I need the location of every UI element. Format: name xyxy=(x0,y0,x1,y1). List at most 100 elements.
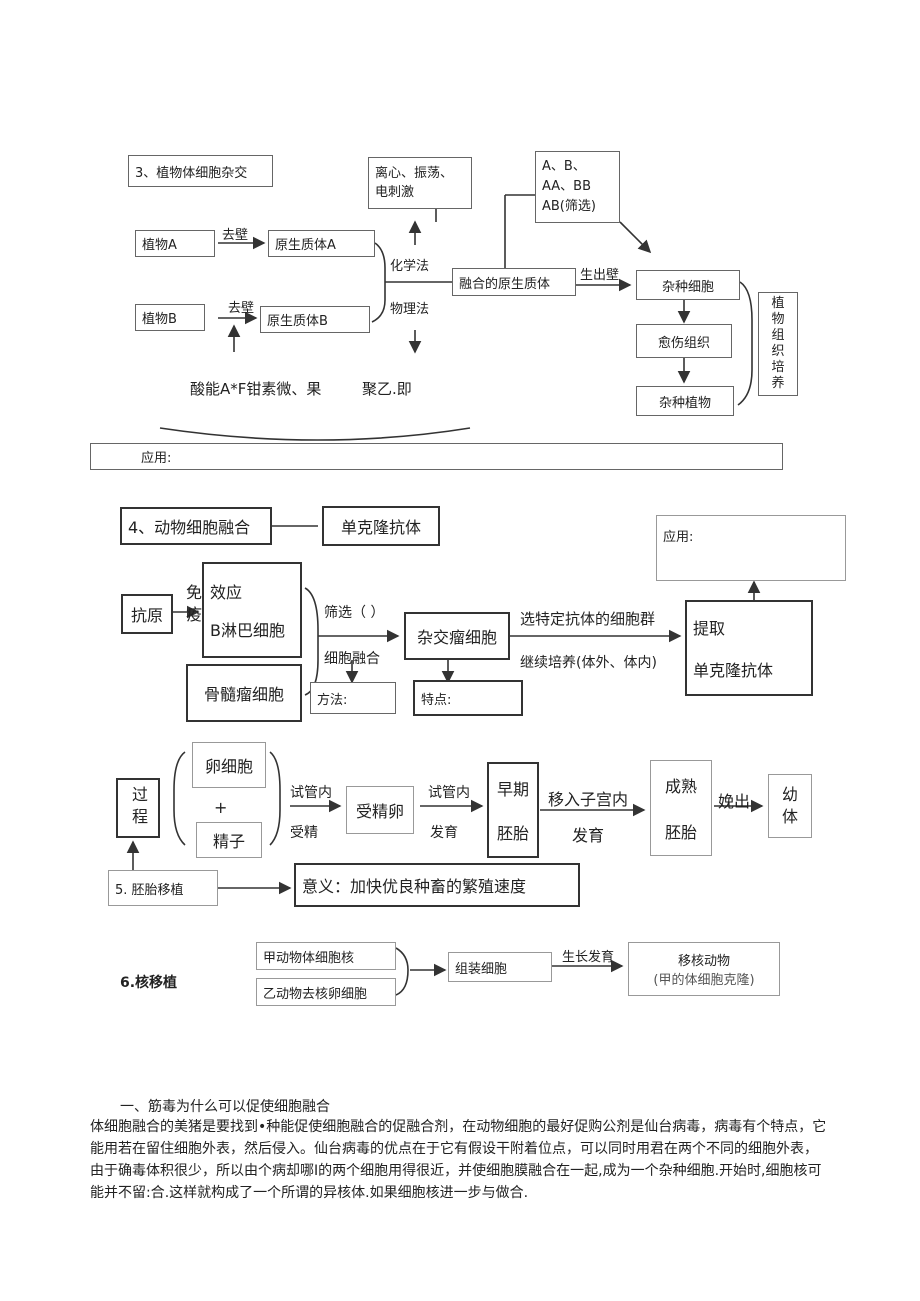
section5-title: 5. 胚胎移植 xyxy=(108,870,218,906)
select-cell-group-label: 选特定抗体的细胞群 xyxy=(520,610,656,628)
effector-b-cell-box: 效应 B淋巴细胞 xyxy=(202,562,302,658)
fusion-types-text: A、B、AA、BB AB(筛选) xyxy=(542,159,596,214)
peg-note: 聚乙.即 xyxy=(362,380,412,398)
extract-mab-box: 提取 单克隆抗体 xyxy=(685,600,813,696)
sperm-label: 精子 xyxy=(212,832,245,851)
dewall-label-a: 去壁 xyxy=(222,228,249,243)
move-dev-label: 发育 xyxy=(572,826,605,845)
method-field[interactable]: 方法: xyxy=(310,682,396,714)
mature-label: 成熟 xyxy=(664,777,697,796)
zygote-box: 受精卵 xyxy=(346,786,414,834)
protoplast-a-box: 原生质体A xyxy=(268,230,375,257)
nucleus-a-box: 甲动物体细胞核 xyxy=(256,942,396,970)
dev-label-bottom: 发育 xyxy=(430,825,458,841)
hybrid-cell-label: 杂种细胞 xyxy=(661,279,714,295)
screen-label: 筛选（ ） xyxy=(324,605,385,621)
section3-title-text: 3、植物体细胞杂交 xyxy=(135,165,248,181)
process-box: 过程 xyxy=(116,778,160,838)
hybridoma-label: 杂交瘤细胞 xyxy=(416,628,497,647)
explanation-paragraph: 体细胞融合的美猪是要找到•种能促使细胞融合的促融合剂，在动物细胞的最好促购公剂是… xyxy=(90,1119,827,1201)
nucleus-a-label: 甲动物体细胞核 xyxy=(263,950,355,966)
enucleated-egg-label: 乙动物去核卵细胞 xyxy=(263,986,368,1002)
method-label: 方法: xyxy=(317,692,348,708)
extract-mab-label: 单克隆抗体 xyxy=(693,661,774,680)
mature-embryo-label: 胚胎 xyxy=(664,823,697,842)
plant-b-label: 植物B xyxy=(142,312,177,327)
move-uterus-label: 移入子宫内 xyxy=(548,790,629,809)
plant-a-box: 植物A xyxy=(135,230,215,257)
hybrid-cell-box: 杂种细胞 xyxy=(636,270,740,300)
early-embryo-box: 早期 胚胎 xyxy=(487,762,539,858)
cloned-animal-label: 移核动物 xyxy=(677,954,730,969)
tissue-culture-label: 植物组织培养 xyxy=(771,296,785,391)
application-field-plant[interactable]: 应用: xyxy=(90,443,783,470)
fusion-label: 细胞融合 xyxy=(324,651,380,667)
young-label: 幼体 xyxy=(781,785,798,826)
hybrid-plant-label: 杂种植物 xyxy=(658,395,711,411)
process-label: 过程 xyxy=(129,786,148,830)
protoplast-b-label: 原生质体B xyxy=(267,314,328,329)
callus-label: 愈伤组织 xyxy=(657,335,710,351)
feature-field[interactable]: 特点: xyxy=(413,680,523,716)
plant-b-box: 植物B xyxy=(135,304,205,331)
section4-title: 4、动物细胞融合 xyxy=(120,507,272,545)
meaning-box: 意义：加快优良种畜的繁殖速度 xyxy=(294,863,580,907)
dewall-label-b: 去壁 xyxy=(228,301,255,316)
protoplast-a-label: 原生质体A xyxy=(275,238,336,253)
zygote-label: 受精卵 xyxy=(355,802,404,821)
section5-title-text: 5. 胚胎移植 xyxy=(115,882,184,898)
protoplast-b-box: 原生质体B xyxy=(260,306,370,333)
extract-label: 提取 xyxy=(693,619,726,638)
application-field-animal[interactable]: 应用: xyxy=(656,515,846,581)
callus-box: 愈伤组织 xyxy=(636,324,732,358)
fusion-types-box: A、B、AA、BB AB(筛选) xyxy=(535,151,620,223)
physical-methods-text: 离心、振荡、电刺激 xyxy=(375,166,454,200)
antigen-label: 抗原 xyxy=(130,606,163,625)
application-label-plant: 应用: xyxy=(141,451,172,466)
plus-sign: + xyxy=(214,798,228,817)
mab-label: 单克隆抗体 xyxy=(340,518,421,537)
dev-label-top: 试管内 xyxy=(428,785,470,801)
assembled-cell-box: 组装细胞 xyxy=(448,952,552,982)
birth-label: 娩出 xyxy=(718,792,751,811)
fused-protoplast-box: 融合的原生质体 xyxy=(452,268,576,296)
mab-box: 单克隆抗体 xyxy=(322,506,440,546)
mature-embryo-box: 成熟 胚胎 xyxy=(650,760,712,856)
ivf-label-bottom: 受精 xyxy=(290,825,318,841)
myeloma-box: 骨髓瘤细胞 xyxy=(186,664,302,722)
section4-title-text: 4、动物细胞融合 xyxy=(128,518,251,537)
chemical-method-label: 化学法 xyxy=(390,259,430,274)
section-heading: 一、筋毒为什么可以促使细胞融合 xyxy=(120,1099,330,1115)
antigen-box: 抗原 xyxy=(121,594,173,634)
ivf-label-top: 试管内 xyxy=(290,785,332,801)
early-label: 早期 xyxy=(496,780,529,799)
sperm-box: 精子 xyxy=(196,822,262,858)
enzyme-note: 酸能A*F钳素微、果 xyxy=(190,380,322,398)
b-lymphocyte-label: B淋巴细胞 xyxy=(210,621,285,640)
egg-cell-label: 卵细胞 xyxy=(204,757,253,776)
application-label-animal: 应用: xyxy=(663,530,694,545)
physical-method-label: 物理法 xyxy=(390,302,430,317)
plant-a-label: 植物A xyxy=(142,238,177,253)
grow-wall-label: 生出壁 xyxy=(580,268,620,283)
assembled-cell-label: 组装细胞 xyxy=(455,961,508,977)
effector-label: 效应 xyxy=(210,583,243,602)
cloned-animal-box: 移核动物 (甲的体细胞克隆) xyxy=(628,942,780,996)
egg-cell-box: 卵细胞 xyxy=(192,742,266,788)
section6-title: 6.核移植 xyxy=(120,975,178,991)
feature-label: 特点: xyxy=(421,692,452,708)
tissue-culture-box: 植物组织培养 xyxy=(758,292,798,396)
cloned-animal-sub: (甲的体细胞克隆) xyxy=(653,973,755,988)
immune-label: 免疫 xyxy=(183,584,202,628)
meaning-label: 意义：加快优良种畜的繁殖速度 xyxy=(302,877,527,896)
hybridoma-box: 杂交瘤细胞 xyxy=(404,612,510,660)
enucleated-egg-box: 乙动物去核卵细胞 xyxy=(256,978,396,1006)
hybrid-plant-box: 杂种植物 xyxy=(636,386,734,416)
physical-methods-box: 离心、振荡、电刺激 xyxy=(368,157,472,209)
continue-culture-label: 继续培养(体外、体内) xyxy=(520,655,657,671)
early-embryo-label: 胚胎 xyxy=(496,824,529,843)
section3-title: 3、植物体细胞杂交 xyxy=(128,155,273,187)
young-box: 幼体 xyxy=(768,774,812,838)
fused-protoplast-label: 融合的原生质体 xyxy=(459,276,551,292)
grow-develop-label: 生长发育 xyxy=(562,950,615,965)
